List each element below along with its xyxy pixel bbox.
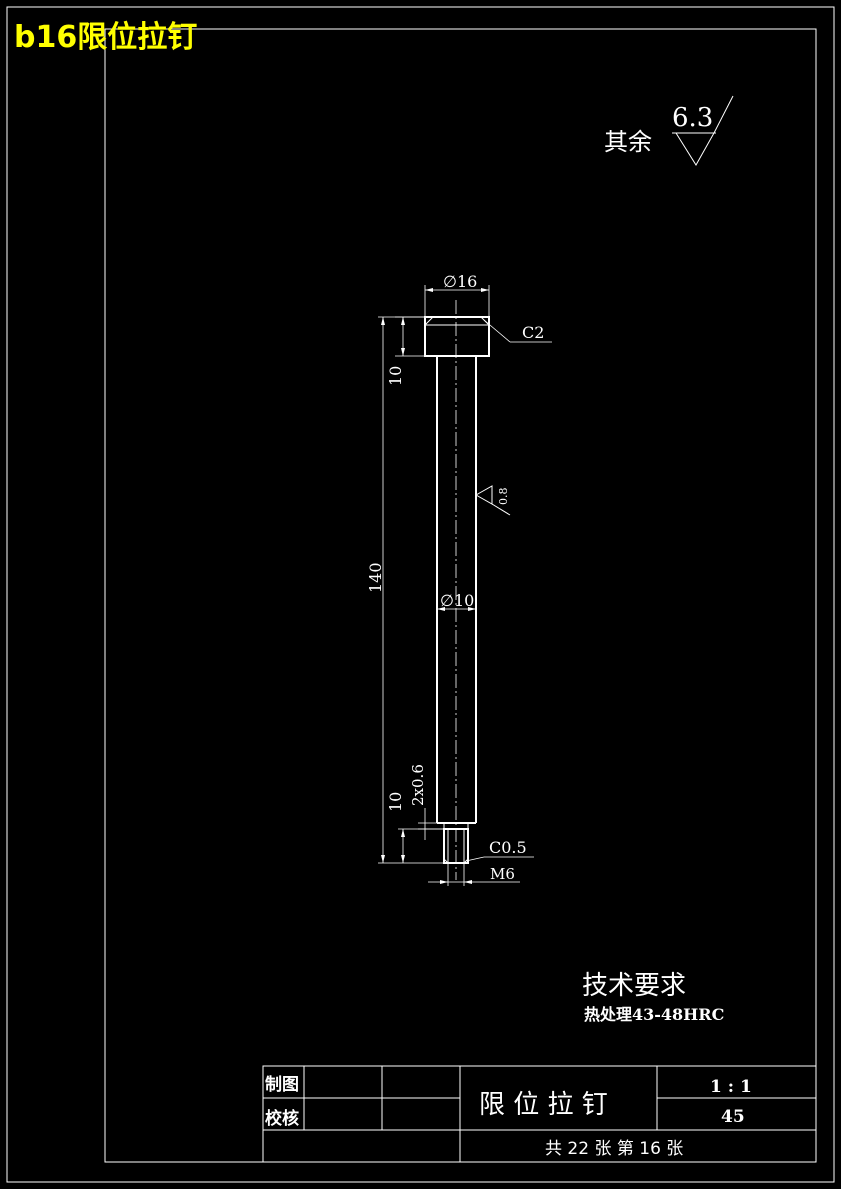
dim-head-diameter: ∅16 — [443, 272, 477, 291]
dim-total-length: 140 — [366, 562, 385, 593]
pin-part — [424, 300, 490, 880]
drawn-label: 制图 — [265, 1074, 299, 1095]
material-value: 45 — [721, 1107, 745, 1127]
dim-shaft-roughness: 0.8 — [497, 488, 510, 506]
roughness-prefix: 其余 — [604, 128, 652, 156]
part-name: 限 位 拉 钉 — [479, 1090, 608, 1120]
sheet-count: 共 22 张 第 16 张 — [545, 1139, 683, 1159]
dim-head-height: 10 — [386, 366, 405, 386]
roughness-default: 其余 6.3 — [604, 95, 734, 166]
dimension-lines — [378, 285, 552, 886]
dim-groove: 2x0.6 — [409, 764, 427, 806]
dim-shaft-diameter: ∅10 — [440, 591, 474, 610]
scale-value: 1 : 1 — [710, 1077, 752, 1097]
roughness-value: 6.3 — [672, 103, 713, 133]
sheet-title: b16限位拉钉 — [14, 20, 197, 55]
tech-req-heading: 技术要求 — [582, 971, 686, 1001]
dim-chamfer-head: C2 — [522, 323, 544, 342]
title-block — [262, 1065, 817, 1163]
dim-chamfer-thread: C0.5 — [489, 838, 527, 857]
checked-label: 校核 — [265, 1108, 299, 1129]
dim-thread: M6 — [490, 865, 515, 883]
outer-frame — [6, 6, 835, 1183]
tech-req-line1: 热处理43-48HRC — [584, 1005, 724, 1024]
dim-thread-length: 10 — [386, 792, 405, 812]
